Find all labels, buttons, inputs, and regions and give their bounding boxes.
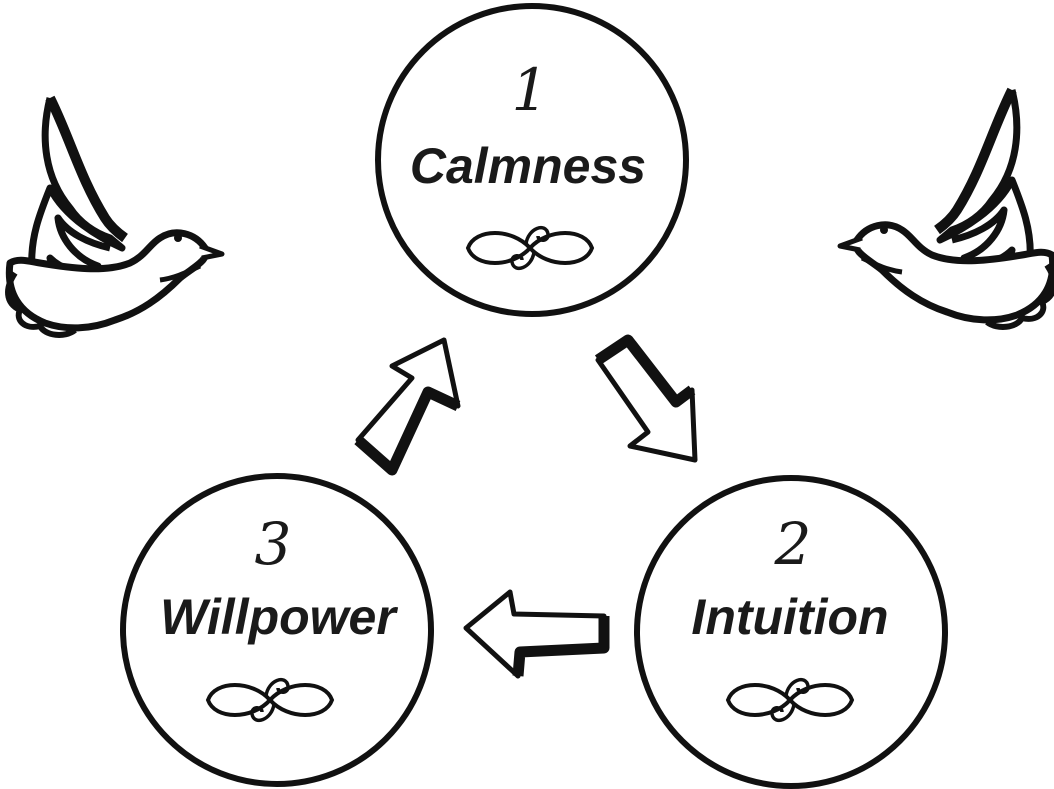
arrow-icon xyxy=(594,334,698,463)
arrow-icon xyxy=(463,589,610,679)
dove-icon xyxy=(8,98,222,335)
arrow-icon xyxy=(354,337,461,476)
step-node-calmness: 1 Calmness xyxy=(375,3,689,317)
step-number: 2 xyxy=(774,510,812,578)
step-label: Calmness xyxy=(410,138,646,194)
step-label: Intuition xyxy=(691,589,888,645)
step-node-willpower: 3 Willpower xyxy=(120,473,434,787)
step-node-intuition: 2 Intuition xyxy=(634,475,948,789)
dove-icon xyxy=(840,90,1054,327)
step-number: 1 xyxy=(512,56,549,124)
step-label: Willpower xyxy=(160,589,398,645)
step-number: 3 xyxy=(255,510,292,578)
